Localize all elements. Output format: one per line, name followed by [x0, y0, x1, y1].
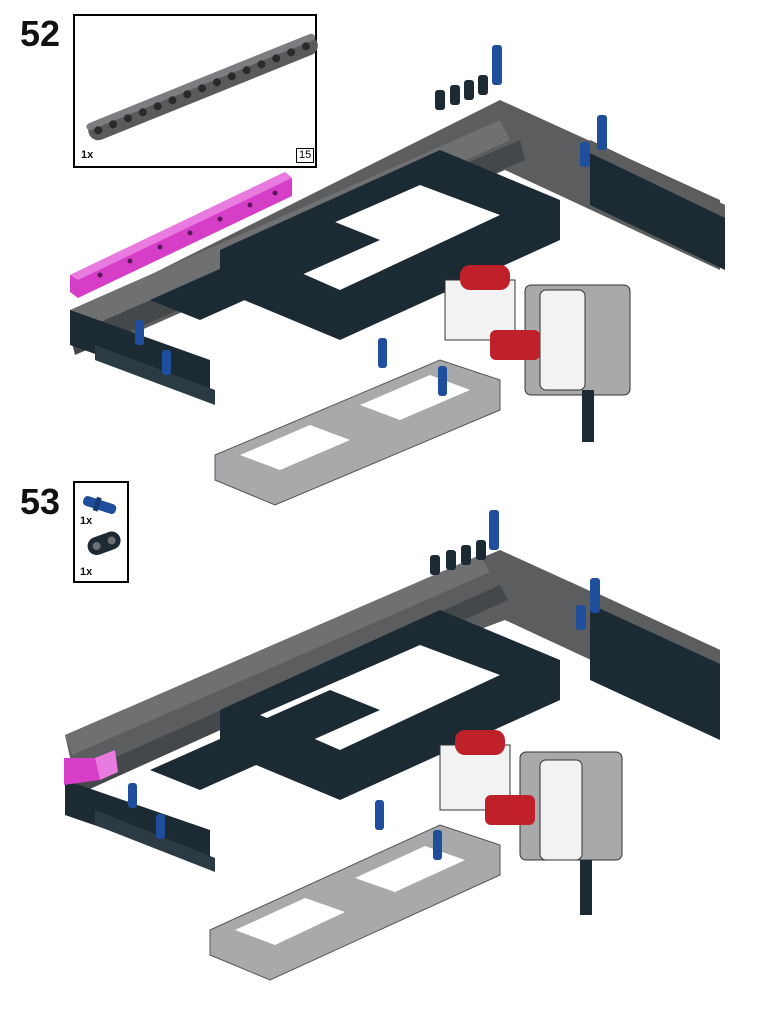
- highlighted-new-beam: [64, 750, 118, 785]
- front-frame: [209, 824, 501, 981]
- black-beam-2-icon: [87, 531, 121, 556]
- parts-callout-step-52: 1x 15: [73, 14, 318, 168]
- part-quantity: 1x: [80, 566, 93, 578]
- motor-part: [439, 730, 623, 915]
- parts-callout-step-53: 1x 1x: [73, 481, 129, 583]
- blue-axle-pin-icon: [82, 496, 117, 514]
- model-assembly-step-52: [70, 45, 725, 506]
- motor-part: [444, 265, 631, 442]
- highlighted-new-beam: [70, 172, 292, 298]
- beam-15-icon: [86, 33, 318, 141]
- part-quantity: 1x: [80, 515, 93, 527]
- step-number-52: 52: [20, 13, 61, 54]
- model-assembly-step-53: [64, 510, 720, 981]
- part-quantity: 1x: [81, 149, 94, 161]
- step-number-53: 53: [20, 481, 61, 522]
- beam-length-badge: 15: [296, 148, 315, 163]
